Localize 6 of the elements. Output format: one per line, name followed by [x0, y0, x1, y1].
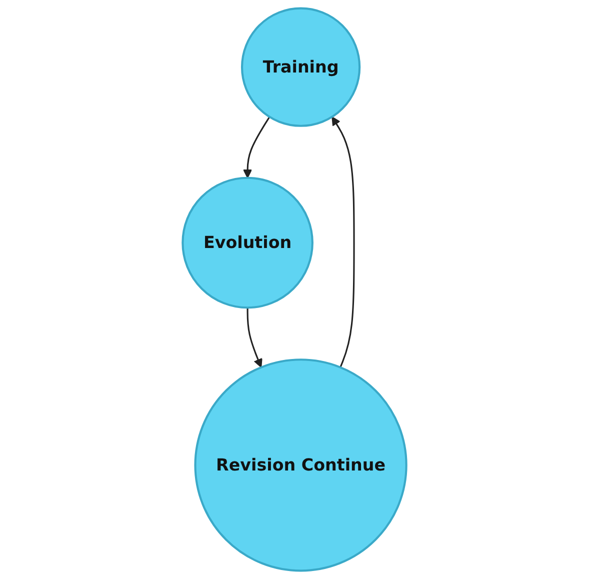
arrow: [246, 308, 262, 368]
node-circle: Evolution: [182, 176, 314, 309]
node-circle: Training: [240, 7, 361, 127]
arrow: [332, 116, 355, 368]
arrow: [242, 116, 270, 178]
node-circle: Revision Continue: [194, 358, 408, 572]
